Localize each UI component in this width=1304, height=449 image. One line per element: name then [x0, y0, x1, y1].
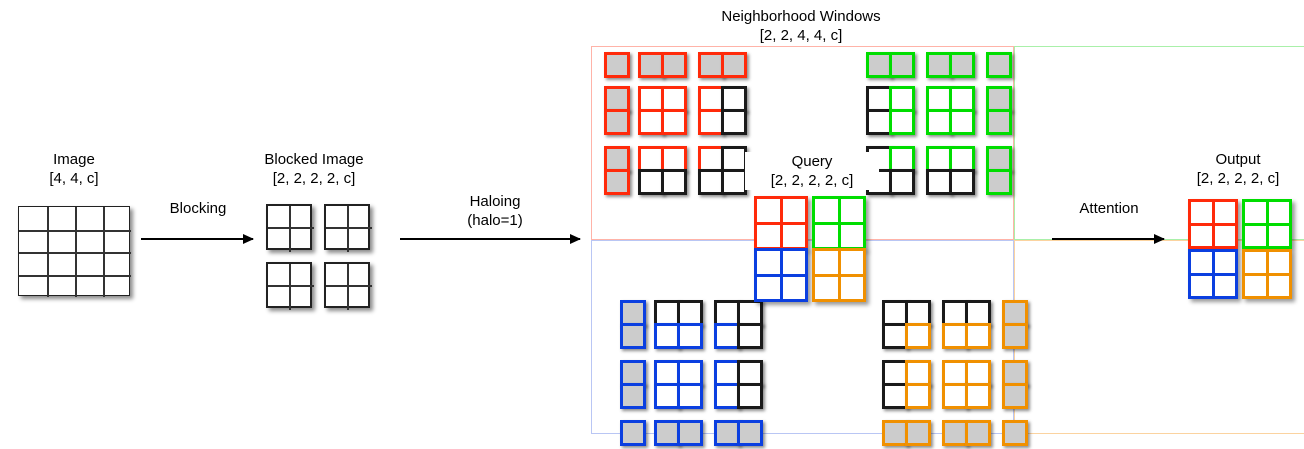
query-label: Query [2, 2, 2, 2, c]: [745, 152, 879, 190]
neighborhood-cell-green: [949, 169, 975, 195]
neighborhood-cell-orange: [965, 323, 991, 349]
neighborhood-cell-green: [889, 86, 915, 112]
output-shape-text: [2, 2, 2, 2, c]: [1196, 170, 1280, 187]
neighborhood-cell-red: [661, 109, 687, 135]
image-shape-text: [4, 4, c]: [49, 170, 99, 187]
neighborhood-cell-orange: [965, 420, 991, 446]
haloing-sublabel-text: (halo=1): [467, 212, 523, 229]
neighborhood-cell-green: [986, 52, 1012, 78]
neighborhood-cell-orange: [905, 383, 931, 409]
haloing-arrow: [400, 234, 581, 244]
neighborhood-cell-blue: [737, 420, 763, 446]
attention-arrow-label: Attention: [1052, 199, 1166, 218]
image-label: Image [4, 4, c]: [18, 150, 130, 188]
neighborhood-cell-green: [949, 86, 975, 112]
blocked-image-label-text: Blocked Image: [264, 151, 364, 168]
blocking-arrow: [141, 234, 254, 244]
neighborhood-cell-green: [949, 146, 975, 172]
neighborhood-cell-blue: [737, 383, 763, 409]
neighborhood-label: Neighborhood Windows [2, 2, 4, 4, c]: [651, 7, 951, 45]
attention-arrow: [1052, 234, 1165, 244]
blocked-image-block: [266, 262, 314, 310]
neighborhood-cell-green: [949, 52, 975, 78]
neighborhood-cell-blue: [620, 360, 646, 386]
neighborhood-cell-red: [604, 109, 630, 135]
neighborhood-label-text: Neighborhood Windows: [721, 8, 881, 25]
neighborhood-cell-red: [604, 52, 630, 78]
neighborhood-cell-red: [604, 169, 630, 195]
haloing-arrow-label: Haloing (halo=1): [425, 192, 565, 230]
output-block-orange: [1242, 249, 1292, 299]
neighborhood-cell-orange: [1002, 323, 1028, 349]
blocking-arrow-label: Blocking: [141, 199, 255, 218]
neighborhood-cell-orange: [1002, 383, 1028, 409]
neighborhood-cell-red: [661, 169, 687, 195]
neighborhood-cell-blue: [620, 420, 646, 446]
neighborhood-cell-blue: [620, 383, 646, 409]
neighborhood-cell-orange: [1002, 420, 1028, 446]
blocked-image-group: [266, 204, 372, 310]
neighborhood-cell-orange: [905, 300, 931, 326]
neighborhood-cell-green: [986, 109, 1012, 135]
haloing-label-text: Haloing: [469, 193, 521, 210]
neighborhood-cell-red: [661, 146, 687, 172]
neighborhood-cell-blue: [677, 323, 703, 349]
output-block-red: [1188, 199, 1238, 249]
blocking-label-text: Blocking: [169, 200, 227, 217]
neighborhood-cell-blue: [677, 420, 703, 446]
neighborhood-cell-red: [721, 52, 747, 78]
query-block-green: [812, 196, 866, 250]
neighborhood-cell-green: [949, 109, 975, 135]
output-block-blue: [1188, 249, 1238, 299]
blocked-image-label: Blocked Image [2, 2, 2, 2, c]: [252, 150, 376, 188]
neighborhood-cell-orange: [965, 383, 991, 409]
blocked-image-shape-text: [2, 2, 2, 2, c]: [272, 170, 356, 187]
blocked-image-block: [324, 204, 372, 252]
neighborhood-cell-green: [986, 169, 1012, 195]
neighborhood-cell-blue: [620, 323, 646, 349]
query-shape-text: [2, 2, 2, 2, c]: [770, 172, 854, 189]
blocked-image-block: [324, 262, 372, 310]
neighborhood-cell-orange: [905, 360, 931, 386]
neighborhood-cell-blue: [737, 300, 763, 326]
output-label: Output [2, 2, 2, 2, c]: [1183, 150, 1293, 188]
neighborhood-cell-blue: [677, 383, 703, 409]
output-block-green: [1242, 199, 1292, 249]
query-label-text: Query: [791, 153, 833, 170]
query-block-orange: [812, 248, 866, 302]
neighborhood-cell-green: [889, 169, 915, 195]
neighborhood-cell-red: [721, 169, 747, 195]
neighborhood-cell-red: [721, 109, 747, 135]
neighborhood-cell-orange: [942, 420, 968, 446]
neighborhood-cell-red: [661, 52, 687, 78]
neighborhood-cell-red: [698, 52, 724, 78]
output-label-text: Output: [1215, 151, 1261, 168]
attention-label-text: Attention: [1079, 200, 1139, 217]
output-group: [1188, 199, 1292, 299]
neighborhood-shape-text: [2, 2, 4, 4, c]: [759, 27, 843, 44]
neighborhood-cell-blue: [737, 323, 763, 349]
image-label-text: Image: [53, 151, 95, 168]
neighborhood-cell-orange: [905, 323, 931, 349]
neighborhood-cell-green: [889, 109, 915, 135]
query-group: [754, 196, 870, 302]
neighborhood-cell-orange: [905, 420, 931, 446]
neighborhood-cell-green: [986, 86, 1012, 112]
query-block-red: [754, 196, 808, 250]
neighborhood-cell-green: [889, 52, 915, 78]
blocked-image-block: [266, 204, 314, 252]
neighborhood-cell-red: [698, 109, 724, 135]
image-grid: [18, 206, 131, 297]
query-block-blue: [754, 248, 808, 302]
